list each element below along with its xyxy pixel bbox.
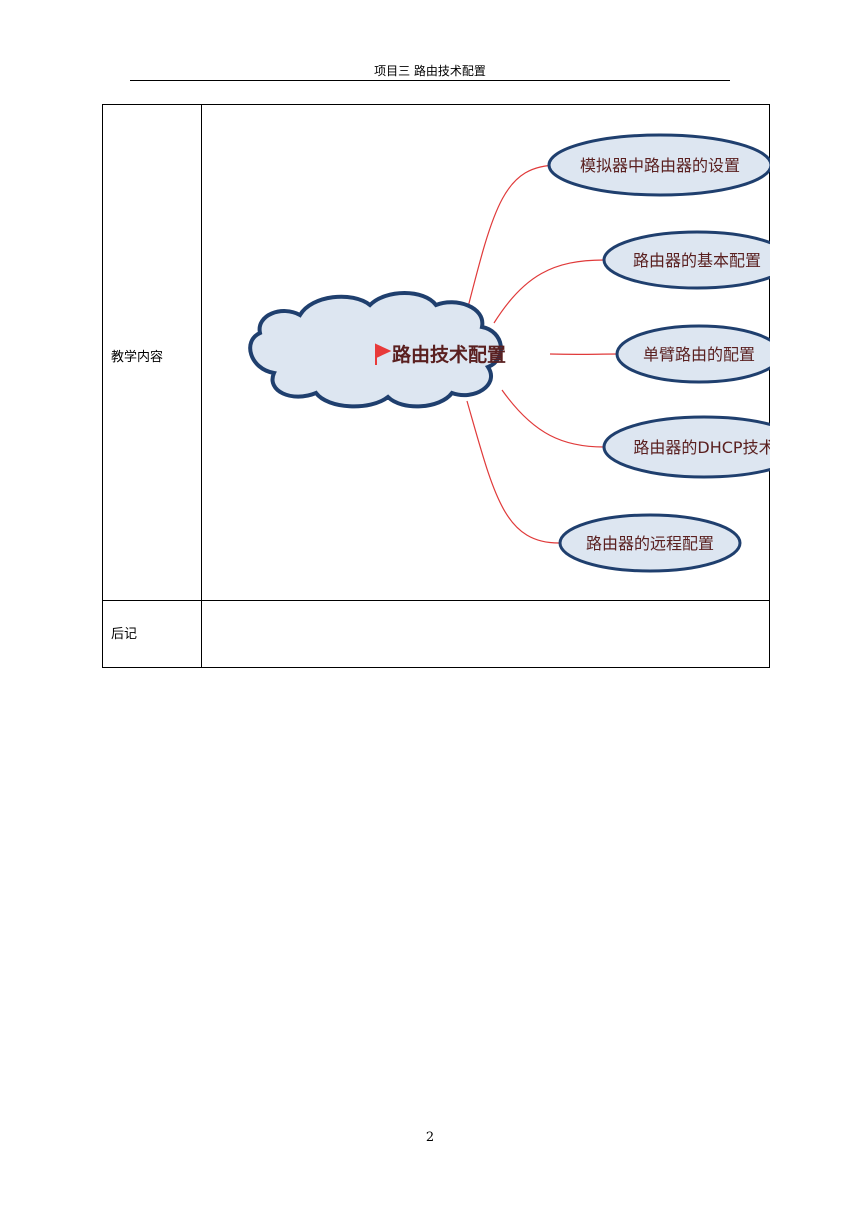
page-header: 项目三 路由技术配置	[374, 64, 486, 78]
branch-node-3: 单臂路由的配置	[615, 324, 770, 384]
lesson-table: 教学内容 后记 路由技术配置 模拟器中路由器的设置 路由器的基本配置 单臂路	[102, 104, 770, 668]
branch-node-2: 路由器的基本配置	[602, 230, 770, 290]
branch-label-5: 路由器的远程配置	[586, 534, 714, 553]
branch-label-4: 路由器的DHCP技术	[633, 438, 770, 457]
row-label-postscript: 后记	[111, 627, 138, 642]
row-label-teaching-content: 教学内容	[111, 350, 164, 365]
header-rule	[130, 80, 730, 81]
row-divider	[103, 600, 769, 601]
central-node-label: 路由技术配置	[392, 343, 506, 366]
page-number: 2	[425, 1130, 435, 1145]
branch-node-5: 路由器的远程配置	[558, 513, 742, 573]
branch-label-2: 路由器的基本配置	[633, 251, 761, 270]
flag-icon	[375, 343, 392, 365]
connectors	[465, 164, 619, 544]
connector-2	[493, 259, 605, 324]
column-divider	[201, 105, 202, 667]
central-node: 路由技术配置	[248, 291, 506, 409]
connector-4	[501, 389, 605, 448]
branch-node-1: 模拟器中路由器的设置	[547, 133, 770, 197]
mind-map: 路由技术配置 模拟器中路由器的设置 路由器的基本配置 单臂路由的配置 路由器的D…	[248, 133, 770, 573]
branch-label-3: 单臂路由的配置	[643, 345, 755, 364]
connector-5	[466, 400, 560, 544]
branch-label-1: 模拟器中路由器的设置	[580, 156, 740, 175]
connector-1	[465, 164, 560, 316]
branch-node-4: 路由器的DHCP技术	[602, 415, 770, 479]
